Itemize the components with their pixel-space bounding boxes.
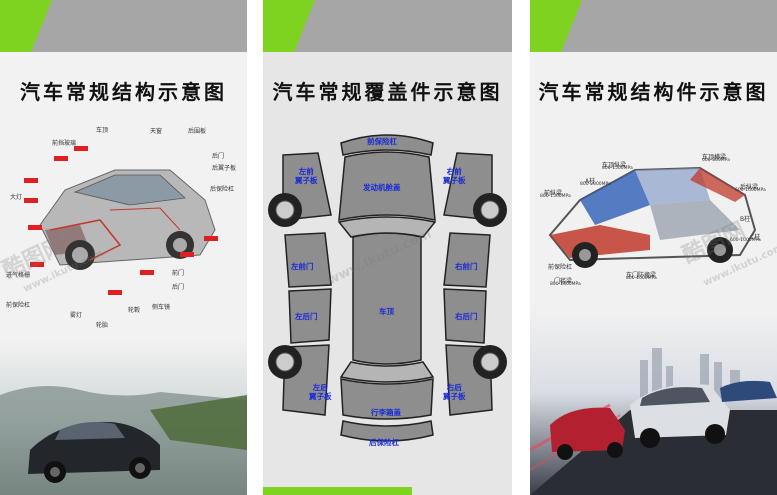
strength-range: 800-1000MPa <box>626 276 657 281</box>
red-callout-tag <box>24 198 38 203</box>
strength-range: 600-800MPa <box>702 158 730 163</box>
structure-label: 车门防撞梁 <box>626 272 657 279</box>
panel-structure: 汽车常规结构示意图 车顶 天窗 后围板 前挡玻璃 后门 后翼子板 后保险杠 后门… <box>0 0 247 495</box>
callout-label: 后翼子板 <box>212 165 237 172</box>
part-label-left-front-door: 左前门 <box>291 262 314 271</box>
callout-label: 天窗 <box>150 128 163 135</box>
structure-label: 门槛梁 <box>554 278 573 285</box>
part-label-rear-bumper: 后保险杠 <box>369 438 399 447</box>
strength-range: 600-1000MPa <box>735 188 766 193</box>
panel-cover-parts: 汽车常规覆盖件示意图 <box>263 0 512 495</box>
part-label-right-rear-fender: 右后 翼子板 <box>443 383 466 401</box>
structure-label: B柱 <box>740 216 751 223</box>
callout-label: 前保险杠 <box>6 302 31 309</box>
strength-range: 600-1000MPa <box>730 238 761 243</box>
red-callout-tag <box>24 178 38 183</box>
structure-label: 前纵梁 <box>544 190 563 197</box>
callout-label: 前挡玻璃 <box>52 140 77 147</box>
car-flat-layout-diagram <box>268 134 507 442</box>
car-cutaway-illustration <box>39 169 216 270</box>
callout-label: 车顶 <box>96 127 109 134</box>
city-cars-photo <box>530 310 777 495</box>
scenic-car-photo <box>0 340 247 495</box>
red-callout-tag <box>204 236 218 241</box>
red-callout-tag <box>54 156 68 161</box>
part-label-left-rear-door: 左后门 <box>295 312 318 321</box>
structure-label: 前保险杠 <box>548 264 573 271</box>
panel-title: 汽车常规结构件示意图 <box>538 80 769 104</box>
strength-range: 800-1500MPa <box>602 166 633 171</box>
red-callout-tag <box>140 270 154 275</box>
strength-range: 800-1500MPa <box>540 194 571 199</box>
callout-label: 后围板 <box>188 128 207 135</box>
body-in-white-illustration <box>548 166 757 268</box>
strength-range: 800-1400MPa <box>550 282 581 287</box>
part-label-left-front-fender: 左前 翼子板 <box>295 167 318 185</box>
structure-label: 车顶纵梁 <box>602 162 627 169</box>
callout-label: 侧车镜 <box>152 304 171 311</box>
callout-label: 轮胎 <box>96 322 109 329</box>
part-label-right-front-door: 右前门 <box>455 262 478 271</box>
red-callout-tag <box>180 252 194 257</box>
red-callout-tag <box>30 262 44 267</box>
callout-label: 后保险杠 <box>210 186 235 193</box>
callout-label: 前门 <box>172 270 185 277</box>
red-callout-tag <box>74 146 88 151</box>
footer-green-bar <box>263 487 413 495</box>
part-label-front-bumper: 前保险杠 <box>367 137 397 146</box>
structure-label: A柱 <box>585 178 596 185</box>
part-label-right-rear-door: 右后门 <box>455 312 478 321</box>
structure-label: C柱 <box>750 234 761 241</box>
part-label-roof: 车顶 <box>379 307 394 316</box>
panel-structural-parts: 汽车常规结构件示意图 车顶纵梁 800-1500MPa 车顶横梁 600-800… <box>530 0 777 495</box>
wheel-icon <box>268 193 507 379</box>
part-label-left-rear-fender: 左后 翼子板 <box>309 383 332 401</box>
callout-label: 轮毂 <box>128 307 141 314</box>
callout-label: 进气格栅 <box>6 272 31 279</box>
callout-label: 后门 <box>212 153 225 160</box>
panel-title: 汽车常规覆盖件示意图 <box>272 80 503 104</box>
structure-label: 车顶横梁 <box>702 154 727 161</box>
structure-label: 后纵梁 <box>740 184 759 191</box>
part-label-trunk-lid: 行李箱盖 <box>371 408 401 417</box>
red-callout-tag <box>108 290 122 295</box>
part-label-hood: 发动机舱盖 <box>363 183 401 192</box>
strength-range: 800-2000MPa <box>580 182 611 187</box>
part-label-right-front-fender: 右前 翼子板 <box>443 167 466 185</box>
callout-label: 雾灯 <box>70 312 83 319</box>
callout-label: 后门 <box>172 284 185 291</box>
callout-label: 大灯 <box>10 194 23 201</box>
red-callout-tag <box>28 225 42 230</box>
panel-title: 汽车常规结构示意图 <box>20 80 227 104</box>
